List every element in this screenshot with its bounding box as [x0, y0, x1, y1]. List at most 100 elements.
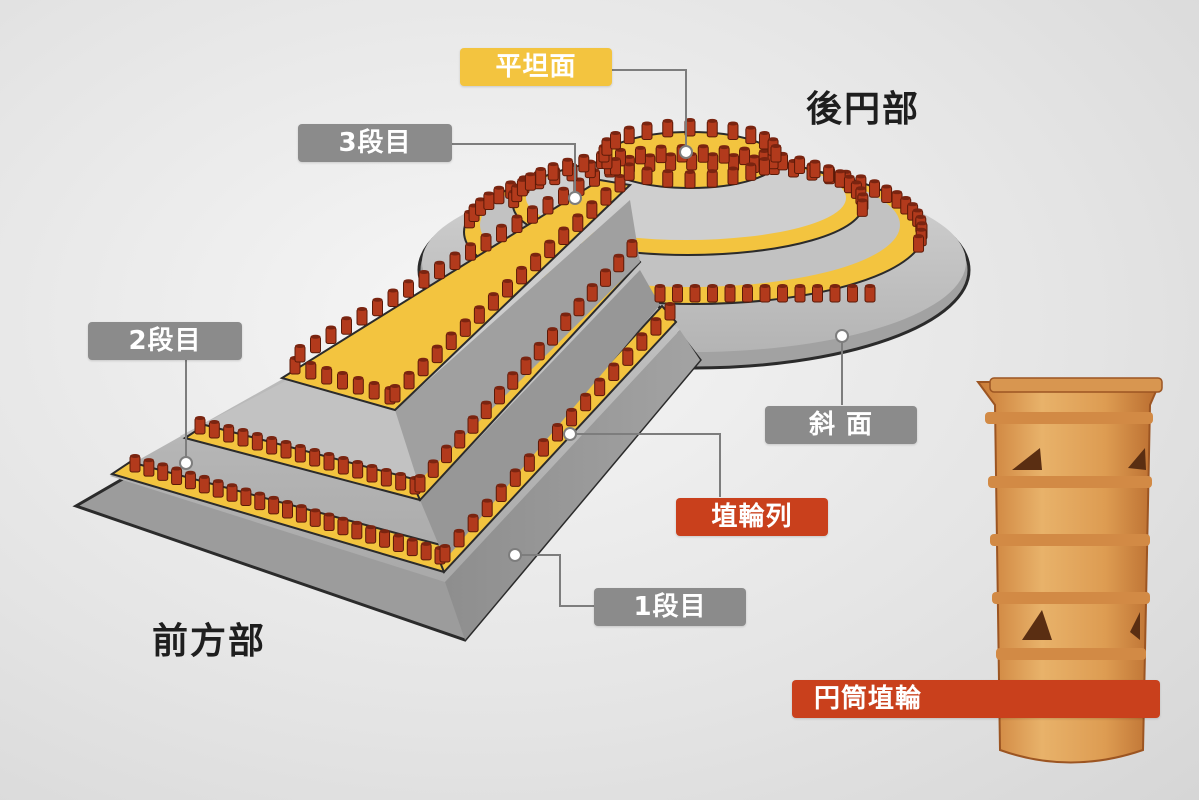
haniwa-marker [558, 186, 569, 206]
haniwa-marker [869, 179, 881, 198]
haniwa-marker [614, 174, 626, 193]
haniwa-marker [294, 444, 306, 463]
haniwa-marker [572, 213, 584, 232]
haniwa-marker [403, 370, 415, 390]
haniwa-marker [684, 170, 696, 189]
haniwa-marker [282, 500, 293, 519]
haniwa-marker [198, 474, 210, 494]
haniwa-marker [337, 371, 348, 390]
haniwa-marker [280, 440, 292, 459]
haniwa-marker [636, 332, 648, 351]
cylindrical-haniwa-illustration [976, 377, 1163, 764]
haniwa-marker [352, 460, 364, 479]
haniwa-marker [511, 214, 523, 233]
haniwa-marker [759, 284, 771, 303]
haniwa-marker [566, 407, 578, 427]
haniwa-marker [268, 495, 280, 515]
haniwa-marker [623, 125, 635, 145]
leader-lines [185, 69, 843, 607]
haniwa-marker [586, 200, 598, 219]
haniwa-marker [547, 327, 558, 346]
haniwa-marker [418, 270, 430, 289]
front-square-mound [72, 178, 702, 642]
haniwa-marker [864, 284, 876, 303]
haniwa-marker [706, 118, 718, 138]
haniwa-marker [294, 344, 306, 363]
haniwa-marker [689, 284, 701, 303]
haniwa-marker [403, 279, 414, 298]
haniwa-marker [758, 157, 770, 176]
haniwa-marker [368, 381, 380, 400]
haniwa-marker [380, 468, 392, 487]
haniwa-marker [537, 438, 549, 457]
haniwa-marker [891, 190, 903, 209]
haniwa-marker [387, 288, 399, 307]
haniwa-marker [494, 385, 505, 405]
haniwa-marker [823, 164, 835, 183]
haniwa-marker [465, 242, 476, 261]
tier2-label: 2段目 [88, 322, 242, 360]
haniwa-marker [718, 145, 730, 164]
haniwa-marker [662, 118, 674, 138]
haniwa-marker [337, 456, 349, 475]
haniwa-marker [533, 341, 545, 361]
haniwa-marker [208, 420, 220, 439]
haniwa-marker [573, 297, 585, 317]
haniwa-marker [610, 157, 622, 176]
haniwa-marker [254, 491, 266, 511]
haniwa-marker [580, 392, 592, 412]
haniwa-marker [323, 512, 335, 532]
haniwa-marker [310, 334, 321, 354]
haniwa-marker [414, 474, 426, 493]
haniwa-marker [745, 162, 757, 181]
haniwa-marker [664, 302, 676, 321]
haniwa-marker [562, 157, 574, 177]
haniwa-marker [665, 152, 677, 171]
haniwa-marker [578, 153, 590, 173]
haniwa-marker [662, 169, 674, 188]
haniwa-marker [655, 144, 667, 164]
haniwa-marker [194, 416, 206, 435]
haniwa-marker [171, 466, 183, 486]
haniwa-marker [356, 307, 368, 326]
haniwa-marker [547, 162, 559, 181]
haniwa-marker [586, 283, 598, 302]
haniwa-marker [420, 541, 432, 561]
haniwa-marker [493, 185, 505, 205]
haniwa-marker [323, 452, 335, 471]
haniwa-marker [434, 260, 445, 280]
haniwa-marker [520, 356, 532, 375]
haniwa-marker [847, 284, 858, 303]
haniwa-marker [552, 423, 563, 442]
haniwa-marker [530, 252, 542, 272]
haniwa-marker [184, 470, 196, 490]
haniwa-marker [724, 284, 736, 303]
haniwa-marker [881, 184, 893, 204]
haniwa-marker [392, 533, 404, 552]
haniwa-marker [707, 284, 718, 303]
haniwa-marker [212, 479, 224, 498]
haniwa-marker [523, 453, 535, 472]
haniwa-marker [467, 513, 479, 533]
haniwa-marker [341, 316, 352, 335]
haniwa-marker [467, 415, 479, 434]
cylindrical-haniwa-label: 円筒埴輪 [792, 680, 1160, 718]
haniwa-marker [809, 159, 821, 179]
haniwa-marker [558, 226, 570, 245]
haniwa-marker [535, 166, 547, 186]
haniwa-marker [707, 152, 719, 171]
haniwa-marker [608, 362, 620, 381]
haniwa-marker [427, 459, 439, 478]
tier1-label: 1段目 [594, 588, 746, 626]
haniwa-marker [483, 191, 495, 210]
haniwa-marker [626, 239, 638, 258]
haniwa-marker [542, 196, 554, 215]
haniwa-marker [502, 279, 513, 298]
haniwa-marker [758, 131, 770, 150]
haniwa-marker [634, 145, 646, 165]
haniwa-marker [157, 462, 169, 481]
front-square-part-label: 前方部 [152, 621, 267, 662]
haniwa-marker [251, 432, 263, 451]
haniwa-marker [829, 284, 841, 303]
